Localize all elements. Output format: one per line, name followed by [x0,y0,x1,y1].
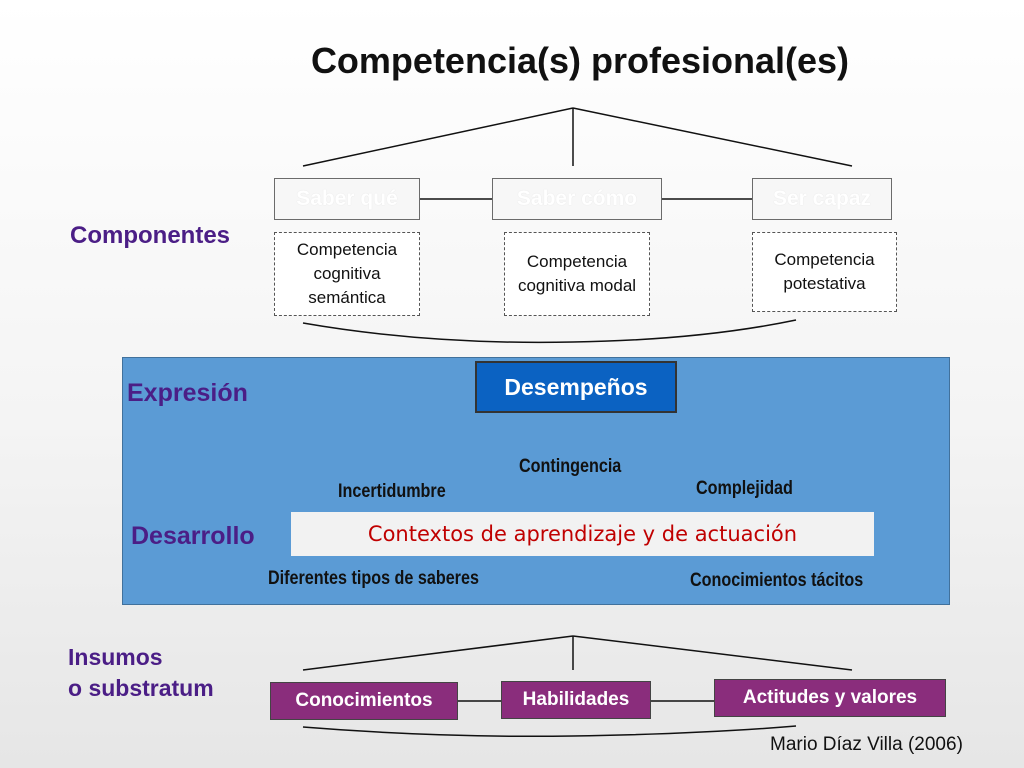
saber-que-box: Saber qué [274,178,420,220]
complejidad-label: Complejidad [696,478,793,499]
author-credit: Mario Díaz Villa (2006) [770,734,963,755]
habilidades-box: Habilidades [501,681,651,719]
saber-como-box: Saber cómo [492,178,662,220]
componentes-label: Componentes [70,222,231,249]
ser-capaz-box: Ser capaz [752,178,892,220]
competencia-potestativa-box: Competencia potestativa [752,232,897,312]
contextos-box: Contextos de aprendizaje y de actuación [291,512,874,556]
desarrollo-label: Desarrollo [131,522,255,550]
contingencia-label: Contingencia [519,456,622,477]
page-title: Competencia(s) profesional(es) [310,40,850,81]
conocimientos-box: Conocimientos [270,682,458,720]
diferentes-saberes-label: Diferentes tipos de saberes [268,568,479,589]
insumos-label: Insumos o substratum [68,642,214,704]
desempenos-box: Desempeños [475,361,677,413]
actitudes-valores-box: Actitudes y valores [714,679,946,717]
expresion-label: Expresión [127,379,248,407]
insumos-label-line2: o substratum [68,675,214,701]
incertidumbre-label: Incertidumbre [338,481,446,502]
competencia-modal-box: Competencia cognitiva modal [504,232,650,316]
conocimientos-tacitos-label: Conocimientos tácitos [690,570,864,591]
insumos-label-line1: Insumos [68,644,163,670]
competencia-semantica-box: Competencia cognitiva semántica [274,232,420,316]
